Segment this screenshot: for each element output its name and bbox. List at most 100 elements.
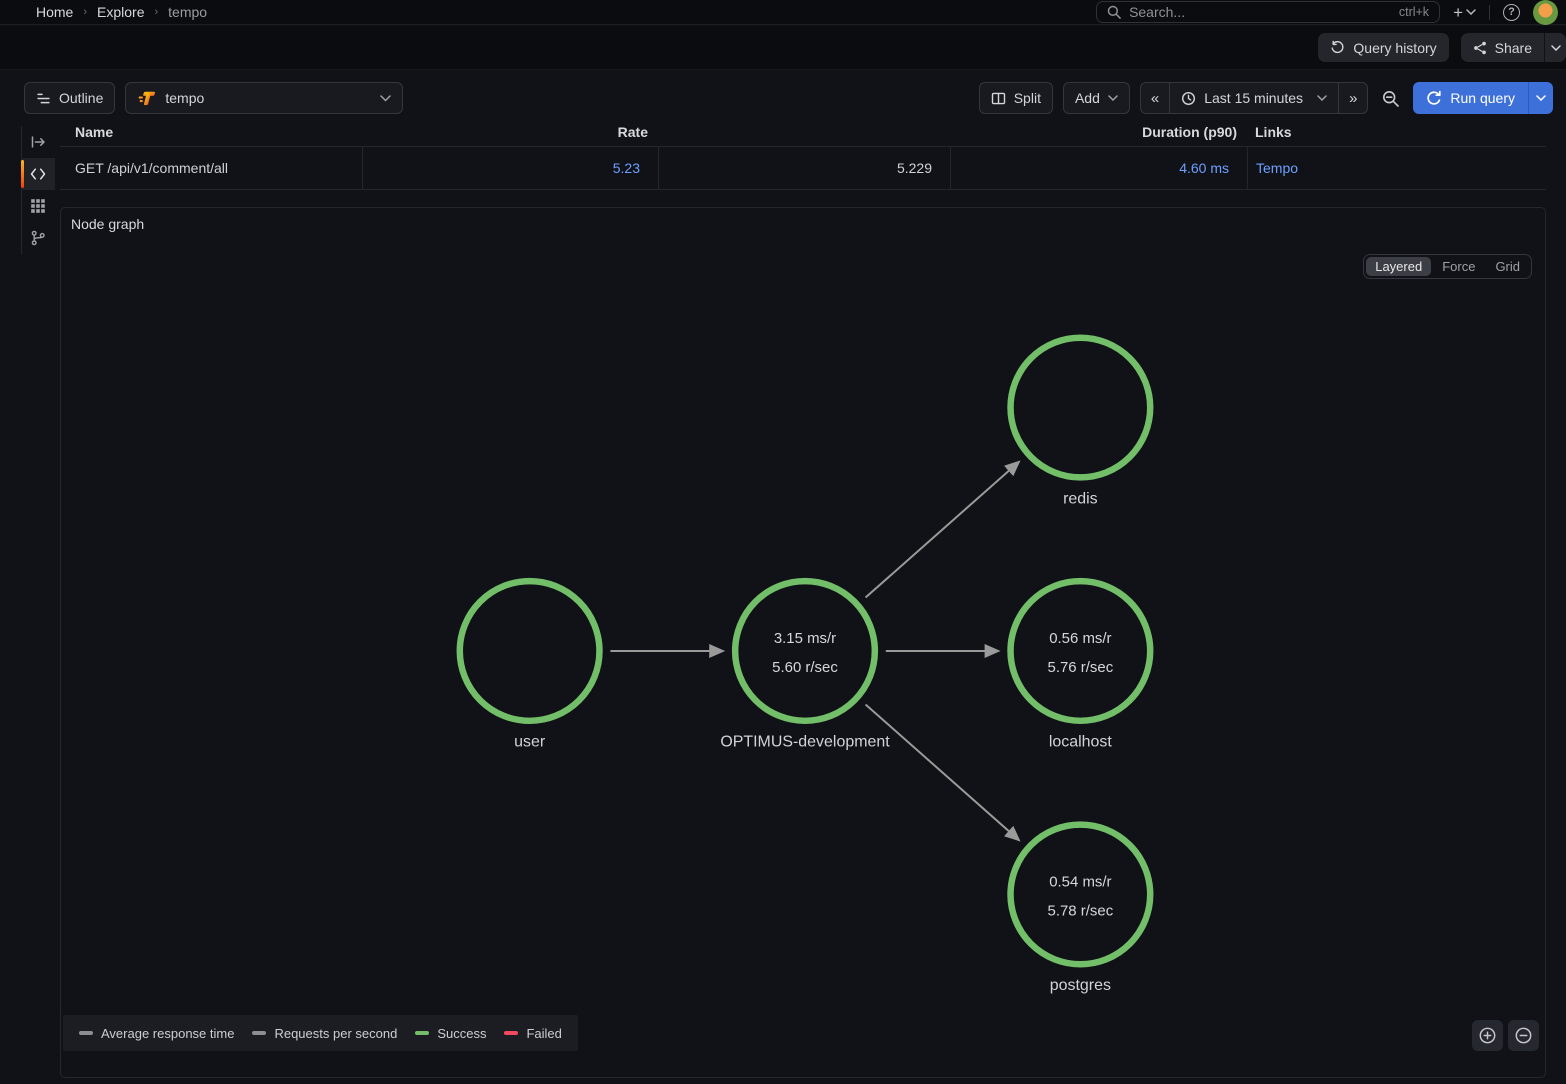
layout-option-force[interactable]: Force xyxy=(1442,259,1476,274)
sidebar-item-collapse[interactable] xyxy=(21,126,55,158)
column-header-links[interactable]: Links xyxy=(1255,124,1292,140)
results-table: Name Rate Duration (p90) Links GET /api/… xyxy=(60,118,1546,190)
plus-icon: + xyxy=(1453,2,1463,22)
legend-item: Requests per second xyxy=(252,1026,397,1041)
column-header-rate[interactable]: Rate xyxy=(617,124,648,140)
nav-right-controls: ctrl+k + ? xyxy=(1096,0,1558,25)
node-stat: 0.54 ms/r xyxy=(1049,873,1111,890)
breadcrumb-explore[interactable]: Explore xyxy=(97,4,145,20)
datasource-name: tempo xyxy=(165,90,205,106)
time-range-controls: « Last 15 minutes » xyxy=(1139,82,1369,114)
add-label: Add xyxy=(1074,90,1100,106)
legend-swatch xyxy=(504,1031,519,1035)
node-label: postgres xyxy=(1050,977,1111,994)
user-avatar[interactable] xyxy=(1533,0,1558,25)
node-label: redis xyxy=(1063,490,1098,507)
help-icon: ? xyxy=(1503,3,1520,21)
node-label: localhost xyxy=(1049,734,1113,751)
chevron-down-icon xyxy=(1317,95,1327,101)
sidebar-item-table[interactable] xyxy=(21,190,55,222)
sidebar-item-query[interactable] xyxy=(21,158,55,190)
explore-action-bar: Query history Share xyxy=(0,26,1566,70)
graph-legend: Average response time Requests per secon… xyxy=(63,1015,578,1051)
add-button[interactable]: Add xyxy=(1062,82,1130,114)
datasource-picker[interactable]: tempo xyxy=(125,82,404,114)
breadcrumb-separator: › xyxy=(154,6,159,18)
layout-option-layered[interactable]: Layered xyxy=(1366,257,1432,276)
help-button[interactable]: ? xyxy=(1503,3,1520,21)
breadcrumb-current: tempo xyxy=(168,4,208,20)
outline-button[interactable]: Outline xyxy=(24,82,116,114)
legend-swatch xyxy=(79,1031,93,1035)
cell-rate[interactable]: 5.23 xyxy=(362,147,658,189)
share-dropdown-button[interactable] xyxy=(1544,33,1566,62)
cell-name: GET /api/v1/comment/all xyxy=(75,160,229,176)
graph-zoom-in-button[interactable] xyxy=(1472,1020,1503,1051)
cell-duration[interactable]: 4.60 ms xyxy=(950,147,1247,189)
run-query-control: Run query xyxy=(1413,82,1553,114)
node-stat: 5.60 r/sec xyxy=(772,659,838,676)
sidebar-item-nodegraph[interactable] xyxy=(21,222,55,254)
legend-label: Average response time xyxy=(101,1025,235,1041)
node-stat: 5.76 r/sec xyxy=(1048,659,1114,676)
cell-link-tempo[interactable]: Tempo xyxy=(1247,147,1546,189)
tempo-logo-icon xyxy=(137,88,157,108)
legend-label: Success xyxy=(437,1025,487,1041)
split-button[interactable]: Split xyxy=(978,82,1053,114)
share-control: Share xyxy=(1460,33,1566,62)
global-search[interactable]: ctrl+k xyxy=(1096,1,1441,23)
node-stat: 5.78 r/sec xyxy=(1048,902,1114,919)
zoom-out-icon xyxy=(1382,90,1400,107)
time-shift-forward-button[interactable]: » xyxy=(1338,82,1369,114)
clock-icon xyxy=(1181,91,1196,106)
divider xyxy=(1489,4,1490,20)
outline-label: Outline xyxy=(59,90,104,106)
graph-zoom-controls xyxy=(1472,1020,1539,1051)
run-query-dropdown-button[interactable] xyxy=(1528,82,1553,114)
time-zoom-out-button[interactable] xyxy=(1378,90,1403,107)
node-user[interactable]: user xyxy=(456,577,603,751)
column-header-duration[interactable]: Duration (p90) xyxy=(1142,124,1237,140)
legend-item: Failed xyxy=(504,1025,562,1041)
search-input[interactable] xyxy=(1129,4,1391,20)
graph-zoom-out-button[interactable] xyxy=(1508,1020,1539,1051)
add-new-button[interactable]: + xyxy=(1453,4,1476,21)
run-query-button[interactable]: Run query xyxy=(1413,82,1528,114)
share-icon xyxy=(1473,41,1487,55)
share-button[interactable]: Share xyxy=(1460,33,1544,62)
node-redis[interactable]: redis xyxy=(1007,334,1154,508)
legend-item: Success xyxy=(415,1026,486,1041)
query-history-button[interactable]: Query history xyxy=(1318,33,1449,62)
edge-optimus-postgres[interactable] xyxy=(864,703,1021,842)
breadcrumb-home[interactable]: Home xyxy=(36,4,74,20)
panel-title: Node graph xyxy=(71,216,145,232)
node-stat: 3.15 ms/r xyxy=(774,630,836,647)
time-range-picker[interactable]: Last 15 minutes xyxy=(1169,82,1340,114)
run-query-label: Run query xyxy=(1450,90,1515,106)
legend-label: Requests per second xyxy=(274,1025,398,1041)
edge-optimus-redis[interactable] xyxy=(864,460,1021,599)
time-shift-back-button[interactable]: « xyxy=(1139,82,1171,114)
breadcrumb-separator: › xyxy=(83,6,88,18)
history-icon xyxy=(1330,40,1345,55)
chevron-down-icon xyxy=(380,94,392,102)
search-shortcut: ctrl+k xyxy=(1398,5,1430,19)
explore-toolbar: Outline tempo xyxy=(24,82,1553,114)
legend-swatch xyxy=(415,1031,430,1035)
chevron-down-icon xyxy=(1466,9,1476,15)
arrow-from-bar-icon xyxy=(30,134,46,150)
split-icon xyxy=(991,91,1006,106)
legend-label: Failed xyxy=(526,1025,562,1041)
grid-icon xyxy=(30,198,46,214)
layout-option-grid[interactable]: Grid xyxy=(1495,259,1520,274)
legend-swatch xyxy=(252,1031,267,1035)
column-header-name[interactable]: Name xyxy=(75,124,114,140)
node-postgres[interactable]: 0.54 ms/r 5.78 r/sec postgres xyxy=(1007,821,1154,995)
code-brackets-icon xyxy=(30,166,46,182)
outline-icon xyxy=(36,91,51,106)
